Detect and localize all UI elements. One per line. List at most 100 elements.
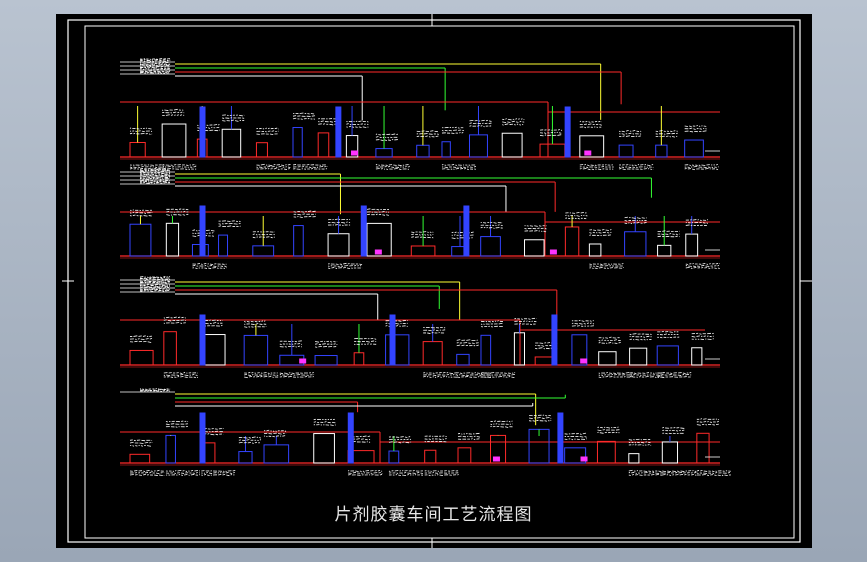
annotation-mark (273, 163, 276, 166)
annotation-mark (431, 236, 434, 239)
drawing-sheet (56, 14, 812, 548)
annotation-mark (307, 210, 312, 212)
annotation-mark (411, 233, 415, 236)
annotation-mark (148, 181, 153, 183)
annotation-mark (696, 335, 700, 337)
annotation-mark (659, 336, 663, 339)
annotation-mark (148, 128, 152, 130)
annotation-mark (678, 471, 683, 474)
annotation-mark (523, 118, 525, 121)
annotation-mark (579, 433, 582, 435)
annotation-mark (154, 288, 158, 291)
annotation-mark (251, 436, 256, 438)
annotation-mark (230, 474, 233, 476)
annotation-mark (349, 123, 352, 126)
annotation-mark (693, 128, 696, 130)
annotation-mark (177, 316, 181, 319)
annotation-mark (491, 320, 494, 323)
annotation-mark (374, 338, 377, 340)
annotation-mark (595, 265, 599, 268)
annotation-mark (687, 166, 690, 169)
annotation-mark (318, 345, 322, 348)
annotation-mark (153, 167, 157, 170)
annotation-mark (382, 214, 386, 216)
annotation-mark (662, 426, 665, 429)
annotation-mark (212, 322, 217, 324)
annotation-mark (398, 474, 402, 476)
equipment-box (163, 331, 177, 366)
annotation-mark (427, 332, 431, 334)
equipment-box (165, 222, 180, 257)
annotation-mark (301, 211, 305, 213)
annotation-mark (680, 470, 685, 472)
annotation-mark (682, 374, 685, 376)
annotation-mark (544, 228, 547, 230)
annotation-mark (166, 169, 170, 172)
annotation-mark (471, 438, 473, 440)
equipment-box (327, 233, 350, 257)
annotation-mark (493, 222, 497, 224)
annotation-mark (154, 174, 158, 177)
annotation-mark (483, 226, 486, 229)
annotation-mark (694, 470, 697, 472)
annotation-mark (136, 128, 140, 130)
annotation-mark (144, 63, 149, 65)
annotation-mark (652, 372, 655, 374)
annotation-mark (660, 376, 665, 379)
annotation-mark (488, 120, 492, 122)
vessel (360, 205, 367, 257)
annotation-mark (154, 283, 159, 286)
annotation-mark (209, 322, 212, 325)
annotation-mark (663, 333, 667, 335)
annotation-mark (675, 233, 678, 236)
annotation-mark (180, 375, 184, 378)
annotation-mark (483, 125, 485, 128)
annotation-mark (469, 125, 472, 127)
annotation-mark (175, 322, 180, 324)
annotation-mark (414, 474, 417, 476)
annotation-mark (248, 372, 251, 374)
marker (492, 456, 500, 462)
annotation-mark (133, 166, 137, 169)
annotation-mark (145, 278, 149, 281)
annotation-mark (149, 58, 152, 60)
annotation-mark (260, 163, 265, 166)
annotation-mark (395, 474, 398, 476)
annotation-mark (209, 265, 213, 267)
annotation-mark (161, 70, 165, 73)
annotation-mark (143, 473, 146, 476)
drawing-title: 片剂胶囊车间工艺流程图 (334, 505, 533, 525)
annotation-mark (283, 168, 287, 170)
annotation-mark (259, 439, 262, 441)
annotation-mark (643, 472, 648, 474)
annotation-mark (148, 64, 152, 66)
annotation-mark (609, 336, 612, 339)
annotation-mark (412, 469, 415, 472)
annotation-mark (470, 231, 474, 233)
annotation-mark (355, 470, 359, 472)
annotation-mark (290, 373, 293, 376)
annotation-mark (259, 437, 261, 439)
annotation-mark (147, 66, 151, 69)
annotation-mark (416, 471, 420, 474)
vessel (199, 314, 206, 366)
annotation-mark (129, 168, 133, 170)
annotation-mark (292, 164, 297, 166)
annotation-mark (693, 266, 697, 269)
equipment-box (685, 233, 699, 257)
annotation-mark (538, 347, 543, 349)
annotation-mark (449, 126, 452, 129)
annotation-mark (234, 120, 239, 122)
annotation-mark (243, 321, 246, 323)
annotation-mark (156, 180, 159, 182)
annotation-mark (456, 339, 461, 341)
vessel (551, 314, 558, 366)
annotation-mark (456, 374, 459, 376)
annotation-mark (605, 337, 609, 339)
annotation-mark (631, 471, 635, 474)
annotation-mark (178, 473, 181, 476)
annotation-mark (712, 472, 715, 474)
equipment-box (410, 245, 436, 257)
